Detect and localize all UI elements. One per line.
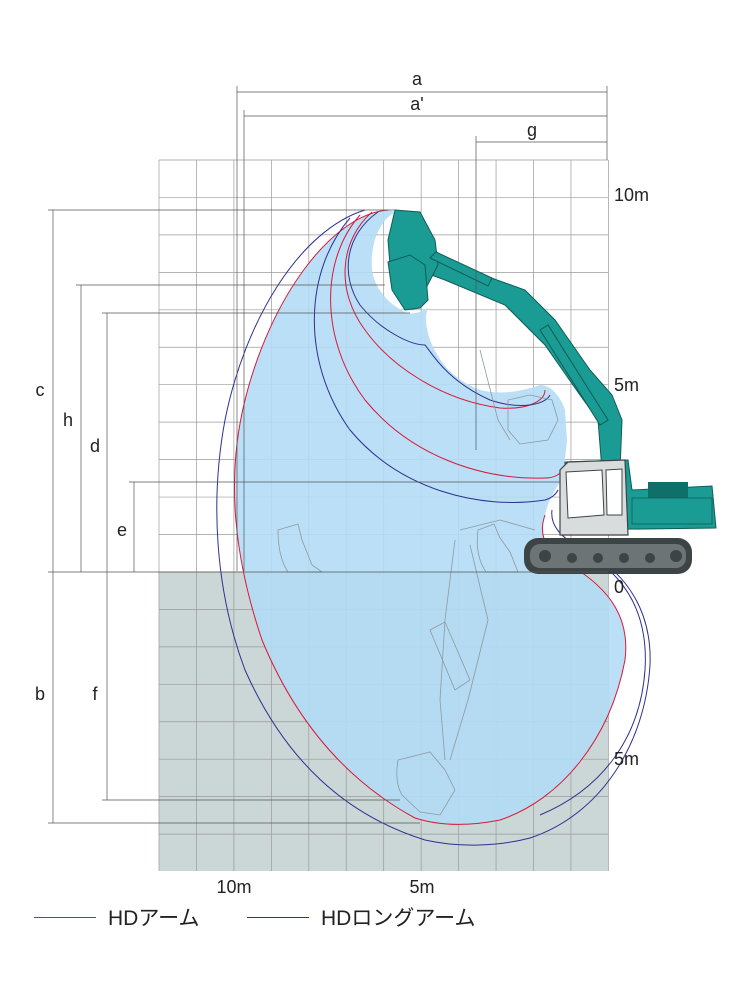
legend-hd-long-arm-swatch <box>247 916 309 918</box>
legend-hd-long-arm-label: HDロングアーム <box>321 907 476 930</box>
dim-label-a-prime: a' <box>410 94 423 114</box>
dim-label-f: f <box>92 684 98 704</box>
dim-label-d: d <box>90 436 100 456</box>
reach-10m-label: 10m <box>216 877 251 897</box>
dim-label-c: c <box>36 380 45 400</box>
legend-hd-arm: HDアーム <box>34 902 199 932</box>
dim-label-e: e <box>117 520 127 540</box>
hd-arm-outer-envelope <box>233 209 627 825</box>
excavator-icon <box>387 209 717 574</box>
bucket-positions <box>277 349 559 816</box>
dim-label-g: g <box>527 120 537 140</box>
height-10m-label: 10m <box>614 185 649 205</box>
hd-long-arm-outer-envelope <box>216 209 651 846</box>
depth-5m-label: 5m <box>614 749 639 769</box>
hd-arm-inner-curve-2 <box>330 214 564 479</box>
dim-label-a: a <box>412 69 423 89</box>
ground-zero-label: 0 <box>614 577 624 597</box>
hd-long-arm-inner-curve-1 <box>347 211 551 406</box>
legend-hd-long-arm: HDロングアーム <box>247 902 475 932</box>
working-envelope-fill <box>234 210 626 825</box>
dim-label-b: b <box>35 684 45 704</box>
dim-label-h: h <box>63 410 73 430</box>
hd-arm-inner-curve-1 <box>344 211 546 409</box>
legend-hd-arm-swatch <box>34 916 96 918</box>
hd-long-arm-inner-curve-2 <box>313 217 559 503</box>
dimension-lines <box>48 86 608 824</box>
reach-5m-label: 5m <box>409 877 434 897</box>
height-5m-label: 5m <box>614 375 639 395</box>
legend-hd-arm-label: HDアーム <box>108 907 200 930</box>
